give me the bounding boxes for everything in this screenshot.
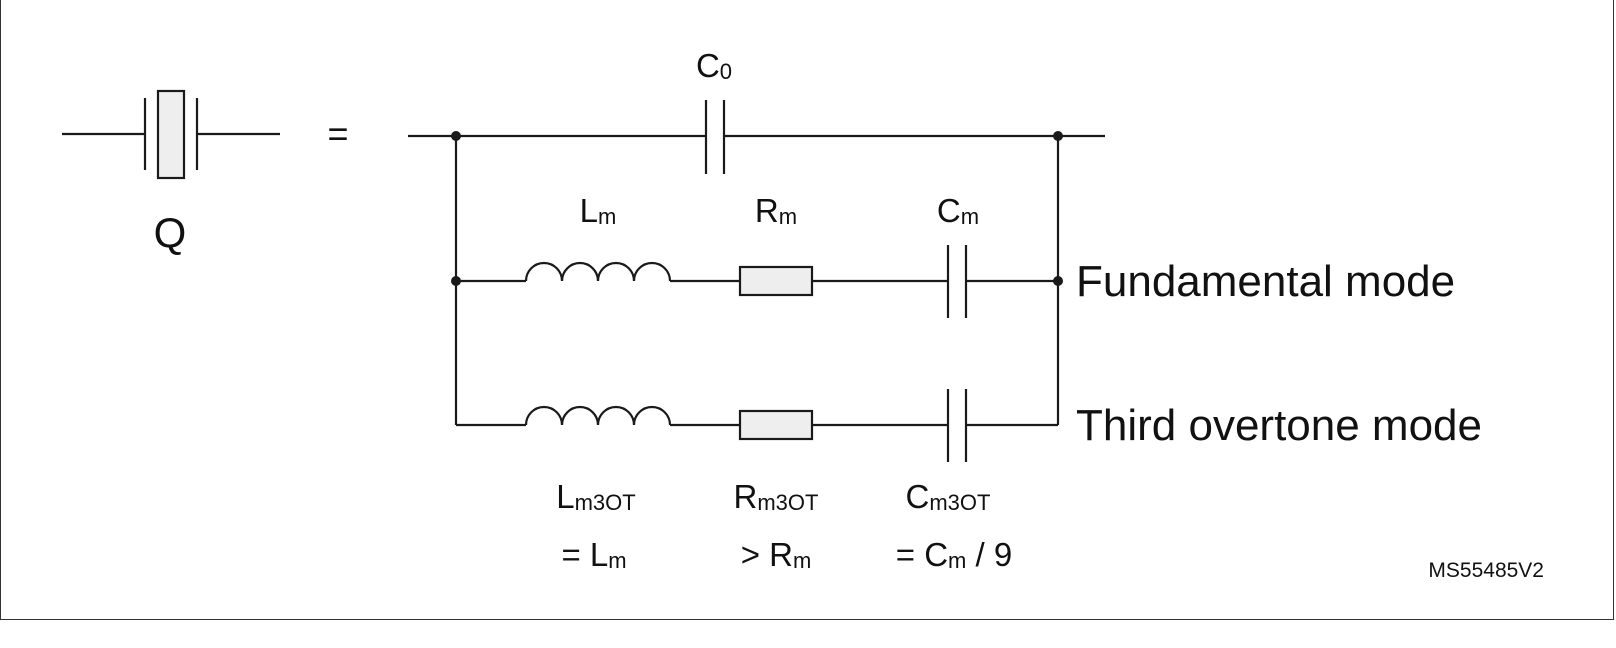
rm-label: Rm [755,192,797,229]
fundamental-inductor [524,261,672,282]
figure-id: MS55485V2 [1428,559,1544,582]
overtone-branch [456,389,1058,462]
equals-sign: = [327,113,348,154]
figure-frame [0,0,1614,620]
lm3ot-label: Lm3OT [556,478,635,515]
rm3ot-label: Rm3OT [734,478,819,515]
lm3ot-relation: = Lm [561,536,626,573]
rm3ot-relation: > Rm [741,536,812,573]
junction-dots [451,131,1063,286]
c0-label: C0 [696,47,732,84]
fundamental-mode-label: Fundamental mode [1076,257,1455,306]
lm-label: Lm [580,192,617,229]
overtone-inductor [524,405,672,426]
cm-label: Cm [937,192,979,229]
overtone-mode-label: Third overtone mode [1076,401,1482,450]
cm3ot-relation: = Cm / 9 [896,536,1012,573]
crystal-symbol [62,89,280,180]
overtone-resistor [738,409,814,441]
fundamental-resistor [738,265,814,297]
crystal-label: Q [154,209,187,256]
crystal-equivalent-circuit-diagram: Q = C0 Lm Rm Cm Fundamental mode Third o… [62,47,1544,582]
cm3ot-label: Cm3OT [906,478,991,515]
top-branch [408,100,1105,174]
fundamental-branch [456,245,1058,318]
